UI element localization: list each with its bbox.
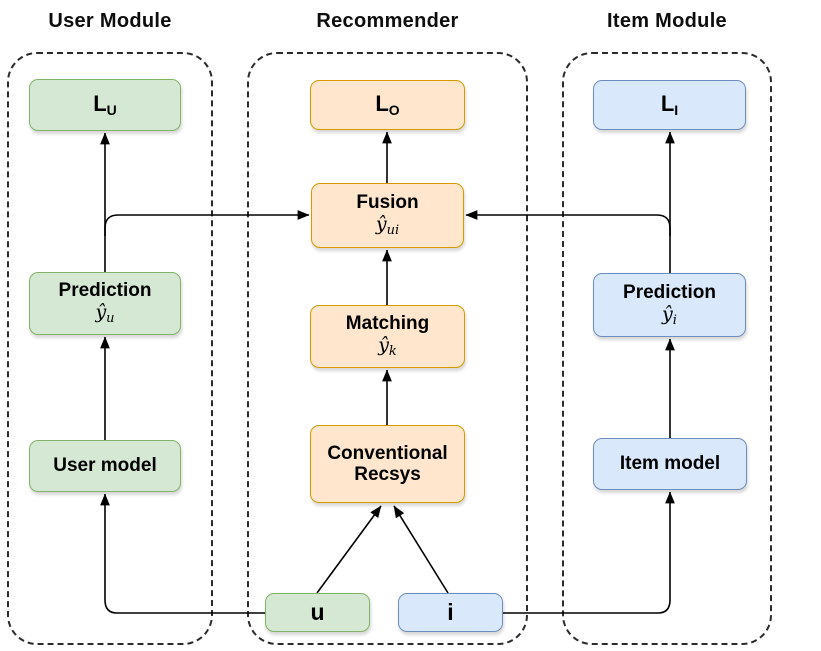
user-input-label: u: [310, 598, 325, 625]
arrow-u-to-conventional: [316, 505, 382, 594]
arrow-i-to-conventional: [393, 505, 449, 594]
conventional-recsys-box: Conventional Recsys: [310, 425, 465, 503]
user-module-container: [7, 52, 213, 645]
prediction-item-label: Prediction: [623, 281, 716, 303]
prediction-item-box: Prediction ŷi: [593, 273, 746, 337]
item-module-container: [562, 52, 772, 645]
matching-box: Matching ŷk: [310, 305, 465, 368]
item-module-title: Item Module: [607, 10, 727, 32]
loss-item-box: LI: [593, 80, 746, 130]
fusion-math: ŷui: [375, 213, 400, 239]
loss-overall-label: LO: [375, 90, 400, 118]
prediction-item-math: ŷi: [662, 302, 677, 328]
user-input-box: u: [265, 593, 370, 632]
item-model-label: Item model: [619, 453, 721, 475]
fusion-box: Fusion ŷui: [311, 183, 464, 248]
arrow-i-to-item-model: [503, 491, 675, 614]
item-model-box: Item model: [593, 438, 747, 490]
recommender-title: Recommender: [316, 10, 459, 32]
user-module-title: User Module: [48, 10, 172, 32]
user-model-box: User model: [29, 440, 181, 492]
conventional-recsys-line1: Conventional: [327, 442, 448, 464]
item-input-box: i: [398, 593, 503, 632]
prediction-user-label: Prediction: [58, 280, 152, 302]
item-input-label: i: [447, 598, 454, 625]
conventional-recsys-line2: Recsys: [354, 464, 421, 485]
prediction-user-math: ŷu: [95, 301, 115, 327]
arrow-u-to-user-model: [100, 493, 265, 614]
loss-user-box: LU: [29, 79, 181, 131]
recommender-container: [247, 52, 528, 645]
user-model-label: User model: [53, 455, 157, 477]
loss-overall-box: LO: [310, 80, 465, 130]
matching-label: Matching: [345, 313, 430, 335]
fusion-label: Fusion: [356, 192, 419, 214]
loss-user-label: LU: [93, 90, 117, 118]
loss-item-label: LI: [660, 90, 679, 118]
arrow-prediction-user-to-fusion: [104, 210, 310, 236]
arrow-prediction-item-to-fusion: [465, 210, 671, 236]
prediction-user-box: Prediction ŷu: [29, 272, 181, 335]
matching-math: ŷk: [378, 334, 397, 360]
